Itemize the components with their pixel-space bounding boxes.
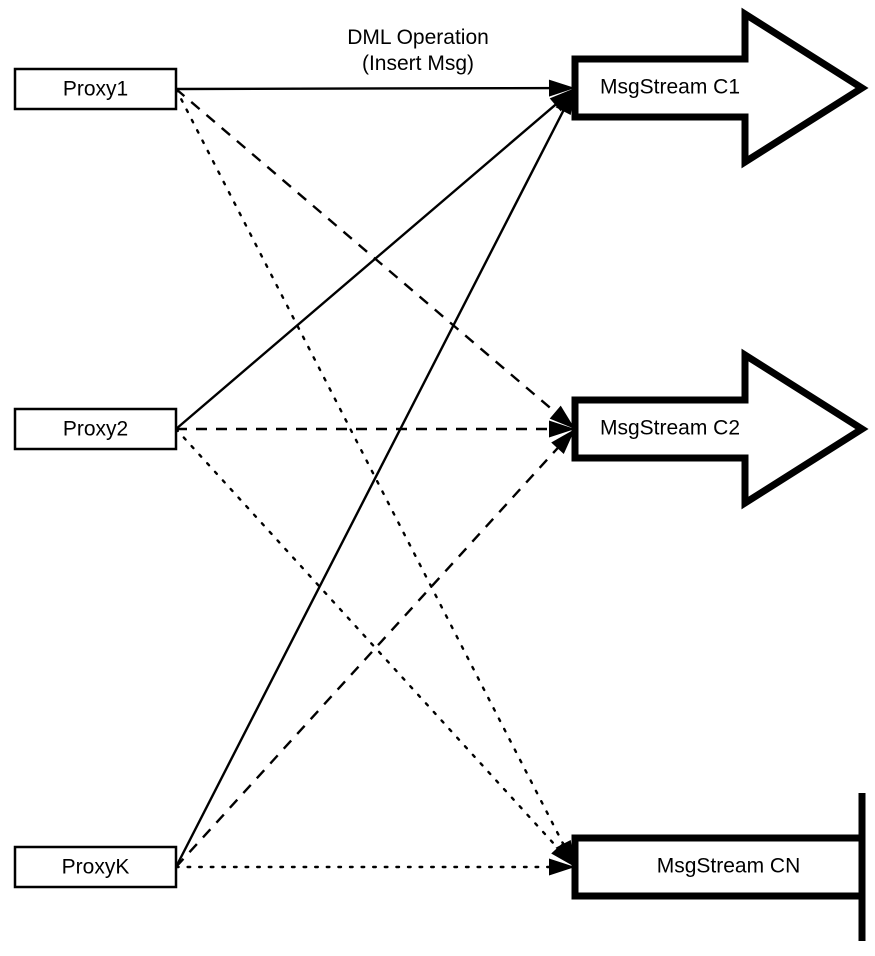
msgstream-c2: MsgStream C2	[571, 348, 869, 510]
msgstream-c2-shape	[571, 348, 869, 510]
msgstream-c1: MsgStream C1	[571, 7, 869, 169]
streams-layer: MsgStream C1 MsgStream C2 MsgStream CN	[571, 7, 869, 941]
arrowhead-proxyk-to-c2	[551, 429, 575, 454]
arrowhead-proxy2-to-c1	[549, 88, 575, 112]
proxy-node-proxy2: Proxy2	[13, 407, 178, 451]
edges-layer	[174, 86, 570, 869]
arrowhead-proxyk-to-c1	[555, 88, 575, 116]
proxy-node-proxyk-box	[13, 845, 178, 889]
arrowhead-proxy1-to-c1	[548, 79, 575, 97]
arrowhead-proxyk-to-cn	[549, 858, 575, 876]
msgstream-cn-shape	[571, 793, 866, 941]
edge-proxy2-to-cn	[174, 427, 567, 858]
msgstream-c1-label: MsgStream C1	[600, 76, 740, 99]
proxy-node-proxy2-label: Proxy2	[63, 418, 128, 441]
msgstream-cn-label: MsgStream CN	[657, 855, 801, 878]
msgstream-c1-shape	[571, 7, 869, 169]
arrowhead-proxy1-to-c2	[549, 405, 575, 429]
edge-label-line2: (Insert Msg)	[362, 52, 474, 75]
proxy-node-proxy1-label: Proxy1	[63, 78, 128, 101]
edge-label-line1: DML Operation	[347, 26, 489, 49]
proxy-node-proxy1-box	[13, 67, 178, 111]
proxy-node-proxy1: Proxy1	[13, 67, 178, 111]
msgstream-cn: MsgStream CN	[571, 793, 866, 941]
proxy-node-proxyk-label: ProxyK	[62, 856, 130, 879]
edge-proxy2-to-c1	[175, 96, 565, 430]
edge-proxy1-to-c2	[175, 88, 565, 421]
proxy-node-proxy2-box	[13, 407, 178, 451]
edge-label-dml-operation: DML Operation (Insert Msg)	[347, 26, 489, 75]
arrowhead-proxy2-to-cn	[551, 842, 575, 867]
edge-proxyk-to-c2	[175, 438, 567, 868]
edge-proxyk-to-c1	[174, 100, 570, 868]
edge-proxy1-to-cn	[174, 87, 570, 856]
arrowheads-layer	[548, 79, 575, 876]
edge-proxy1-to-c1	[175, 86, 561, 91]
msgstream-c2-label: MsgStream C2	[600, 417, 740, 440]
arrowhead-proxy2-to-c2	[549, 420, 575, 438]
proxy-node-proxyk: ProxyK	[13, 845, 178, 889]
